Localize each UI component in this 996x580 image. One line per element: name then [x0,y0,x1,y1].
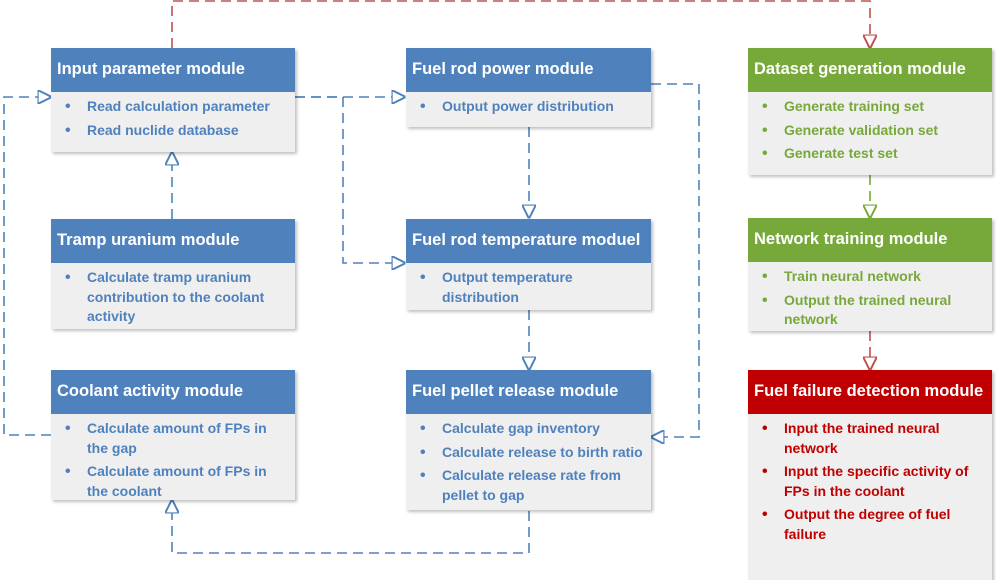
fuel-rod-power-module: Fuel rod power module Output power distr… [406,48,651,127]
coolant-activity-module: Coolant activity module Calculate amount… [51,370,295,500]
module-item: Generate training set [760,97,986,117]
fuel-failure-detection-module: Fuel failure detection module Input the … [748,370,992,580]
module-item: Calculate gap inventory [418,419,645,439]
input-parameter-module: Input parameter module Read calculation … [51,48,295,152]
connector-power-to-release [651,83,700,437]
module-body: Output power distribution [406,92,651,127]
module-item: Read calculation parameter [63,97,289,117]
tramp-uranium-module: Tramp uranium module Calculate tramp ura… [51,219,295,329]
module-title: Fuel pellet release module [406,370,651,414]
module-item: Train neural network [760,267,986,287]
module-item: Calculate amount of FPs in the gap [63,419,289,458]
module-title: Fuel failure detection module [748,370,992,414]
fuel-pellet-release-module: Fuel pellet release module Calculate gap… [406,370,651,510]
module-body: Output temperature distribution [406,263,651,310]
module-item: Generate test set [760,144,986,164]
module-item: Calculate release to birth ratio [418,443,645,463]
module-item: Output the trained neural network [760,291,986,330]
connector-input-to-temperature [295,96,405,263]
connector-coolant-to-input [3,97,51,436]
module-item: Output power distribution [418,97,645,117]
fuel-rod-temperature-module: Fuel rod temperature moduel Output tempe… [406,219,651,310]
module-item: Generate validation set [760,121,986,141]
module-title: Dataset generation module [748,48,992,92]
module-item: Read nuclide database [63,121,289,141]
connector-input-to-dataset [171,0,870,48]
module-item: Input the trained neural network [760,419,986,458]
module-body: Input the trained neural network Input t… [748,414,992,580]
module-item: Output the degree of fuel failure [760,505,986,544]
module-title: Coolant activity module [51,370,295,414]
module-item: Calculate amount of FPs in the coolant [63,462,289,501]
dataset-generation-module: Dataset generation module Generate train… [748,48,992,175]
module-item: Calculate release rate from pellet to ga… [418,466,645,505]
module-item: Input the specific activity of FPs in th… [760,462,986,501]
module-body: Train neural network Output the trained … [748,262,992,331]
connector-layer [3,0,996,554]
network-training-module: Network training module Train neural net… [748,218,992,331]
module-title: Input parameter module [51,48,295,92]
module-title: Network training module [748,218,992,262]
connector-release-to-coolant [172,500,530,554]
module-body: Calculate tramp uranium contribution to … [51,263,295,329]
module-item: Output temperature distribution [418,268,645,307]
module-item: Calculate tramp uranium contribution to … [63,268,289,327]
module-title: Fuel rod temperature moduel [406,219,651,263]
module-body: Read calculation parameter Read nuclide … [51,92,295,152]
module-body: Generate training set Generate validatio… [748,92,992,175]
module-title: Tramp uranium module [51,219,295,263]
module-body: Calculate gap inventory Calculate releas… [406,414,651,510]
module-title: Fuel rod power module [406,48,651,92]
module-body: Calculate amount of FPs in the gap Calcu… [51,414,295,500]
